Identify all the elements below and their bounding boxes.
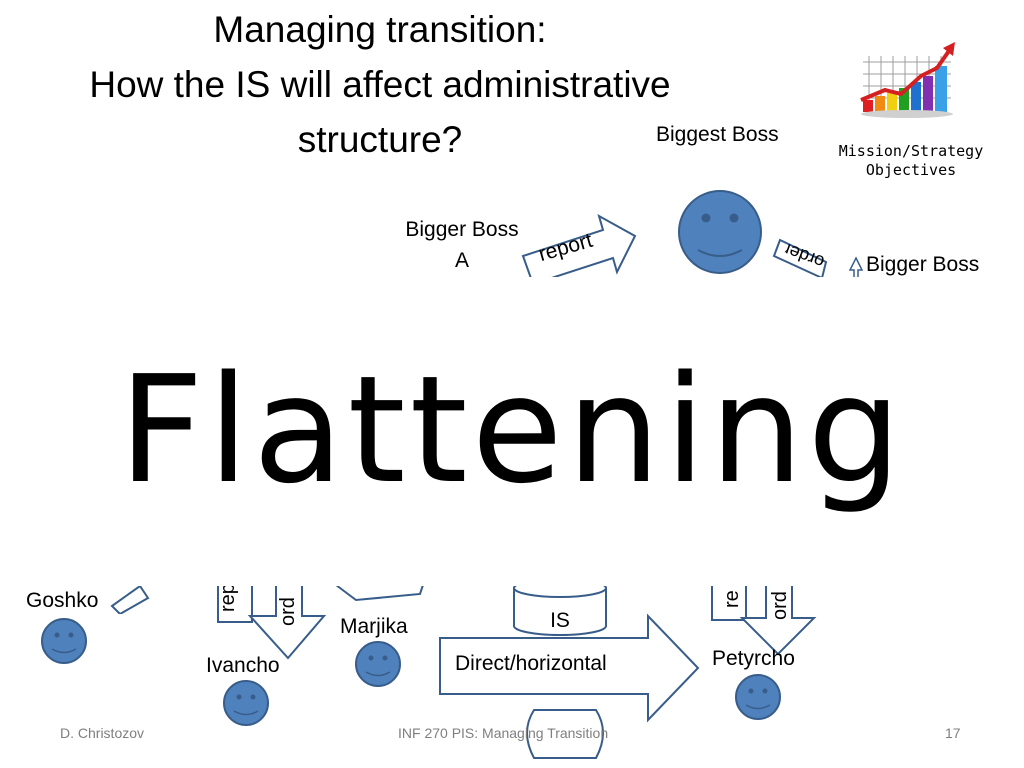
- marjika-arrow-fragment: [331, 581, 425, 602]
- slide-title: Managing transition: How the IS will aff…: [20, 2, 740, 167]
- ord-arrow-label-right: ord: [769, 591, 791, 620]
- mission-line-2: Objectives: [865, 161, 957, 179]
- petyrcho-smiley-icon: [735, 674, 781, 720]
- direct-horizontal-label: Direct/horizontal: [455, 652, 607, 675]
- marjika-label: Marjika: [340, 615, 408, 638]
- direct-horizontal-arrow: [439, 613, 700, 723]
- rep-arrow-label: rep: [217, 583, 239, 612]
- up-arrow-fragment: [848, 256, 864, 280]
- biggest-boss-label: Biggest Boss: [656, 123, 779, 146]
- overlay-panel: [0, 277, 1024, 586]
- goshko-smiley-icon: [41, 618, 87, 664]
- bigger-boss-right-label: Bigger Boss: [866, 253, 980, 276]
- bigger-boss-a-line-2: A: [454, 249, 469, 272]
- goshko-arrow-fragment: [110, 584, 150, 614]
- petyrcho-label: Petyrcho: [712, 647, 795, 670]
- goshko-label: Goshko: [26, 589, 99, 612]
- mission-line-1: Mission/Strategy: [838, 142, 984, 160]
- mission-objectives-label: Mission/Strategy Objectives: [828, 142, 994, 180]
- flattening-overlay-text: Flattening: [118, 344, 906, 516]
- footer-author: D. Christozov: [60, 725, 145, 741]
- title-line-1: Managing transition:: [213, 9, 547, 50]
- title-line-2: How the IS will affect administrative st…: [89, 64, 671, 160]
- ord-arrow-label-left: ord: [277, 597, 299, 626]
- lower-connector-shape: [526, 709, 604, 759]
- ivancho-label: Ivancho: [206, 654, 280, 677]
- ivancho-smiley-icon: [223, 680, 269, 726]
- biggest-boss-smiley-icon: [678, 190, 762, 274]
- footer-course: INF 270 PIS: Managing Transition: [398, 725, 609, 741]
- petyrcho-arrows: [711, 581, 817, 656]
- footer-page-number: 17: [945, 725, 961, 741]
- marjika-smiley-icon: [355, 641, 401, 687]
- re-arrow-label: re: [721, 590, 743, 608]
- bigger-boss-a-label: Bigger Boss A: [392, 214, 532, 276]
- growth-chart-icon: [860, 42, 955, 118]
- bigger-boss-a-line-1: Bigger Boss: [405, 218, 519, 241]
- is-label: IS: [550, 609, 570, 632]
